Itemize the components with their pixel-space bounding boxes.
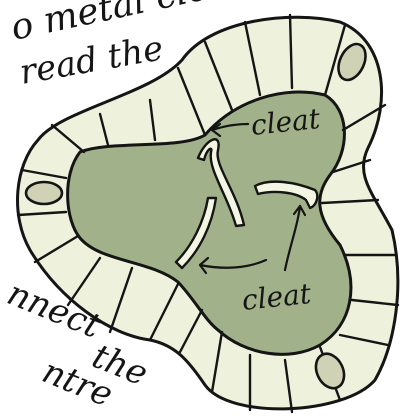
hole-left: [26, 182, 62, 204]
